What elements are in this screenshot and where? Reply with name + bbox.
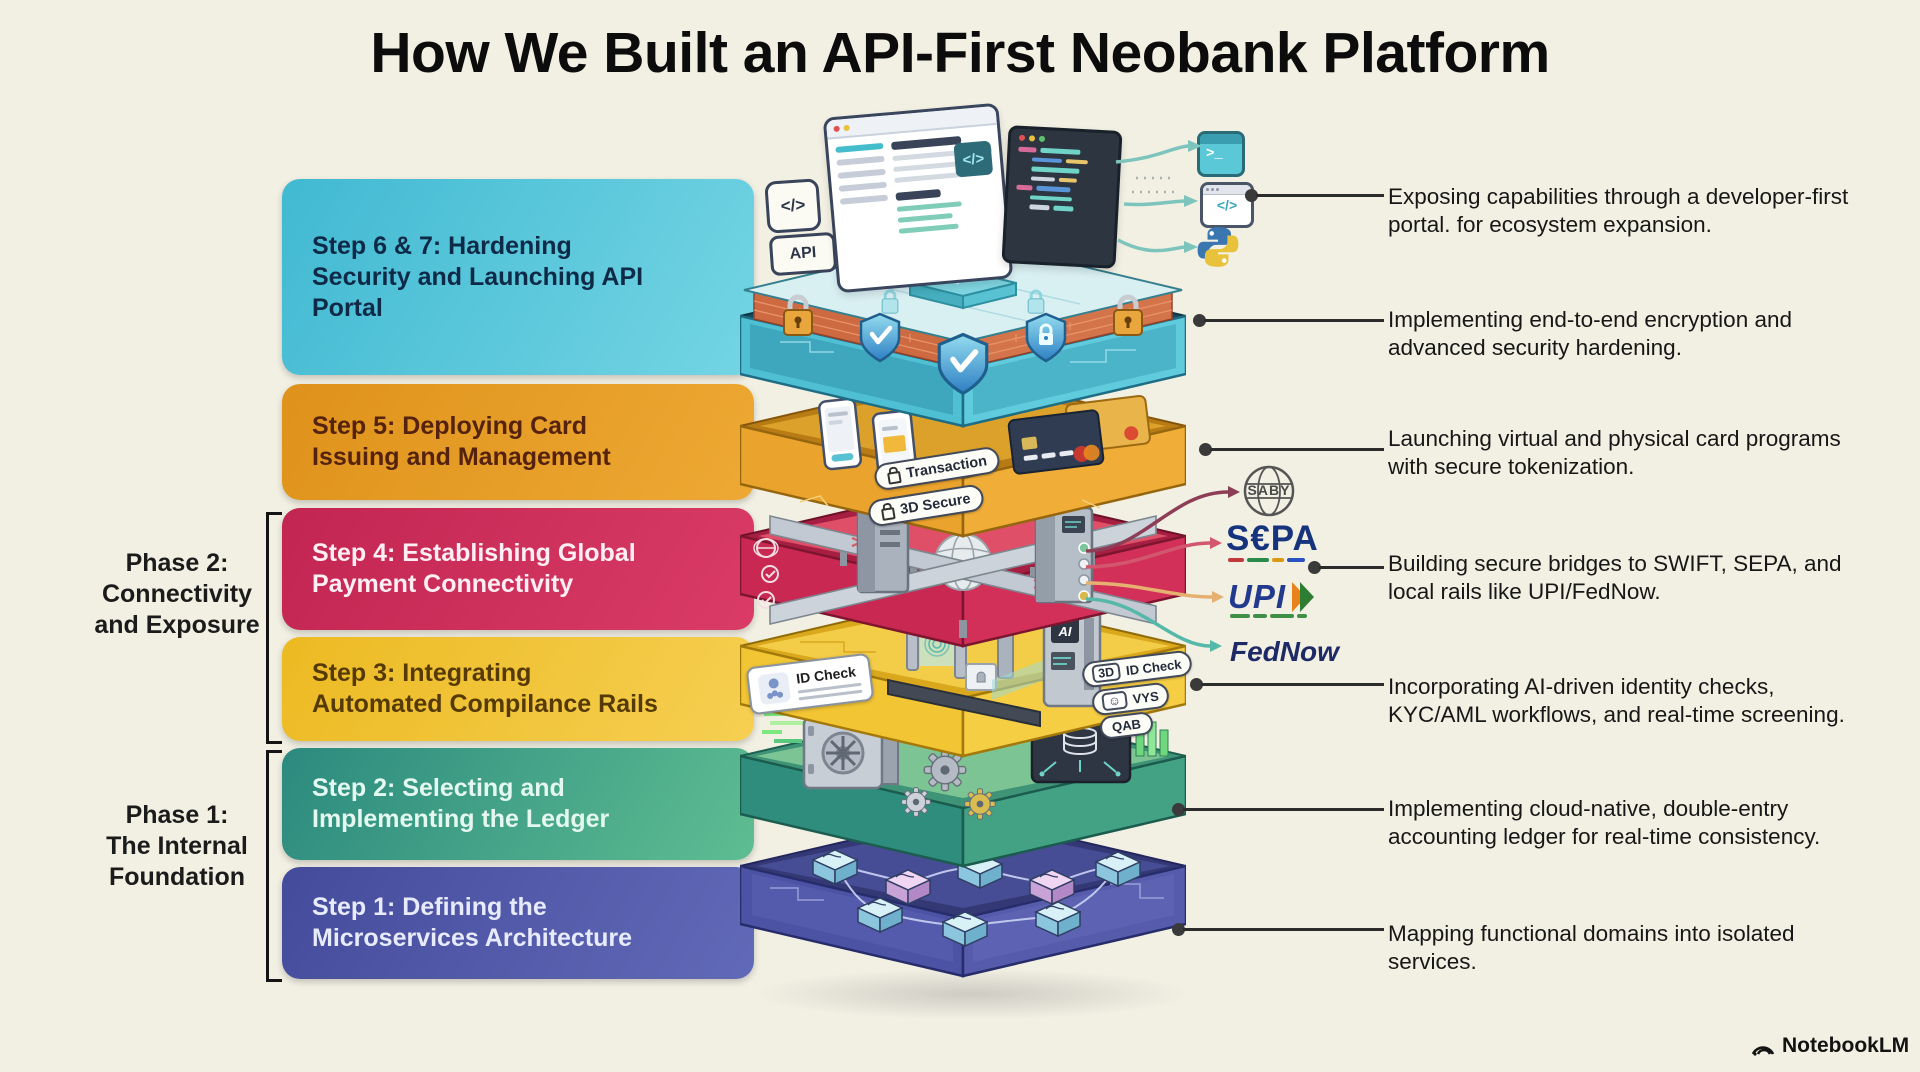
connector-line bbox=[1210, 448, 1384, 451]
minimize-icon bbox=[843, 124, 850, 131]
phase-2-label: Phase 2: Connectivity and Exposure bbox=[94, 549, 260, 639]
sepa-tagline bbox=[1228, 558, 1305, 562]
phase-1-label: Phase 1: The Internal Foundation bbox=[106, 801, 248, 891]
globe-icon bbox=[1243, 465, 1295, 517]
annotation-ledger: Implementing cloud-native, double-entry … bbox=[1388, 796, 1821, 849]
check-icon bbox=[761, 565, 779, 583]
notebooklm-brand: NotebookLM bbox=[1750, 1034, 1909, 1058]
gateway-tower-right bbox=[1034, 506, 1094, 604]
python-logo-icon bbox=[1197, 227, 1239, 267]
step-label: Step 5: Deploying Card Issuing and Manag… bbox=[312, 412, 611, 471]
window-controls bbox=[1018, 134, 1111, 146]
upi-logo: UPI bbox=[1228, 578, 1318, 616]
dev-flow-arrows bbox=[1115, 140, 1202, 253]
stack-shadow bbox=[752, 968, 1192, 1020]
annotation-compliance: Incorporating AI-driven identity checks,… bbox=[1388, 674, 1845, 727]
phase-2-bracket bbox=[266, 512, 282, 744]
code-tile-icon: </> bbox=[953, 140, 994, 178]
step-box-5: Step 5: Deploying Card Issuing and Manag… bbox=[282, 384, 754, 500]
padlock-icon bbox=[1113, 294, 1143, 336]
connector-line bbox=[1201, 683, 1384, 686]
svg-text:AI: AI bbox=[1058, 624, 1072, 639]
step-box-2: Step 2: Selecting and Implementing the L… bbox=[282, 748, 754, 860]
terminal-icon: >_ bbox=[1197, 131, 1245, 177]
check-icon bbox=[757, 591, 775, 609]
connector-dot bbox=[1172, 923, 1185, 936]
scanner-post bbox=[997, 631, 1014, 679]
parcel-icon bbox=[965, 663, 997, 691]
connector-dot bbox=[1308, 561, 1321, 574]
step-box-6-7: Step 6 & 7: Hardening Security and Launc… bbox=[282, 179, 754, 375]
step-label: Step 3: Integrating Automated Compilance… bbox=[312, 659, 658, 718]
step-box-3: Step 3: Integrating Automated Compilance… bbox=[282, 637, 754, 741]
annotation-cards: Launching virtual and physical card prog… bbox=[1388, 426, 1841, 479]
step-label: Step 4: Establishing Global Payment Conn… bbox=[312, 539, 636, 598]
connector-dot bbox=[1172, 803, 1185, 816]
padlock-icon bbox=[783, 294, 813, 336]
gear-icon bbox=[901, 787, 931, 817]
api-badge: API bbox=[768, 231, 838, 277]
fednow-logo: FedNow bbox=[1230, 636, 1339, 667]
connector-line bbox=[1183, 928, 1384, 931]
code-badge: </> bbox=[764, 178, 822, 234]
code-window-icon: </> bbox=[1200, 182, 1254, 228]
connector-dot bbox=[1190, 678, 1203, 691]
annotation-security: Implementing end-to-end encryption and a… bbox=[1388, 307, 1793, 360]
phase-1-bracket bbox=[266, 750, 282, 982]
ghost-lock-icon bbox=[881, 289, 899, 314]
code-editor-window bbox=[1001, 125, 1123, 269]
connector-line bbox=[1204, 319, 1384, 322]
person-icon bbox=[757, 671, 791, 706]
step-label: Step 1: Defining the Microservices Archi… bbox=[312, 893, 633, 952]
portal-nav bbox=[835, 142, 891, 239]
gear-icon bbox=[964, 788, 996, 820]
connector-dot bbox=[1193, 314, 1206, 327]
annotation-microservices: Mapping functional domains into isolated… bbox=[1388, 921, 1795, 974]
upi-chevron-icon bbox=[1292, 582, 1315, 612]
connector-dot bbox=[1199, 443, 1212, 456]
payments-layer bbox=[740, 482, 1186, 648]
person-icon: ☺ bbox=[1101, 690, 1128, 712]
upi-tagline bbox=[1230, 614, 1307, 618]
shield-check-icon bbox=[937, 332, 989, 396]
platform-stack-illustration: AI bbox=[740, 236, 1186, 978]
sepa-logo: S€PA bbox=[1226, 519, 1319, 558]
scan-beam bbox=[992, 660, 1044, 700]
page-title: How We Built an API-First Neobank Platfo… bbox=[370, 21, 1550, 85]
conveyor-belt bbox=[887, 678, 1041, 728]
developer-portal-window: </> bbox=[822, 102, 1014, 294]
close-icon bbox=[833, 125, 840, 132]
shield-check-icon bbox=[859, 312, 901, 363]
step-label: Step 6 & 7: Hardening Security and Launc… bbox=[312, 231, 644, 322]
connector-line bbox=[1256, 194, 1384, 197]
security-layer bbox=[740, 236, 1186, 428]
lock-icon bbox=[887, 470, 902, 485]
connector-line bbox=[1319, 566, 1384, 569]
connector-dot bbox=[1245, 189, 1258, 202]
swift-network-logo: SABY bbox=[1242, 464, 1296, 518]
lock-icon bbox=[881, 507, 896, 521]
ghost-lock-icon bbox=[1027, 289, 1045, 314]
credit-card-icon bbox=[1007, 409, 1105, 475]
connector-line bbox=[1183, 808, 1384, 811]
step-label: Step 2: Selecting and Implementing the L… bbox=[312, 774, 610, 833]
step-box-4: Step 4: Establishing Global Payment Conn… bbox=[282, 508, 754, 630]
notebooklm-logo-icon bbox=[1751, 1046, 1775, 1056]
mobile-phone-icon bbox=[817, 397, 863, 471]
annotation-payments: Building secure bridges to SWIFT, SEPA, … bbox=[1388, 551, 1842, 604]
rail-arrows bbox=[1085, 486, 1240, 652]
step-box-1: Step 1: Defining the Microservices Archi… bbox=[282, 867, 754, 979]
annotation-api-portal: Exposing capabilities through a develope… bbox=[1388, 184, 1849, 237]
shield-lock-icon bbox=[1025, 312, 1067, 363]
vault-icon bbox=[802, 716, 899, 790]
